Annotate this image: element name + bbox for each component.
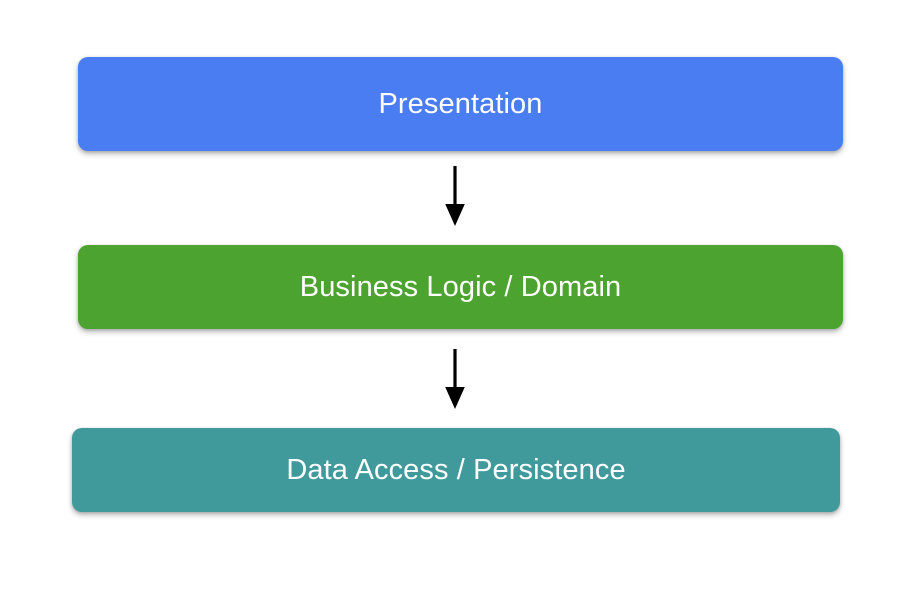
arrow-head-icon bbox=[445, 387, 465, 409]
node-data-access[interactable]: Data Access / Persistence bbox=[72, 428, 840, 512]
node-business-logic-label: Business Logic / Domain bbox=[299, 270, 622, 303]
arrow-head-icon bbox=[445, 204, 465, 226]
arrow-presentation-to-business-logic bbox=[445, 166, 465, 226]
node-business-logic[interactable]: Business Logic / Domain bbox=[78, 245, 843, 329]
node-presentation-label: Presentation bbox=[378, 87, 543, 120]
arrow-business-logic-to-data-access bbox=[445, 349, 465, 409]
node-presentation[interactable]: Presentation bbox=[78, 57, 843, 151]
node-data-access-label: Data Access / Persistence bbox=[286, 453, 626, 486]
